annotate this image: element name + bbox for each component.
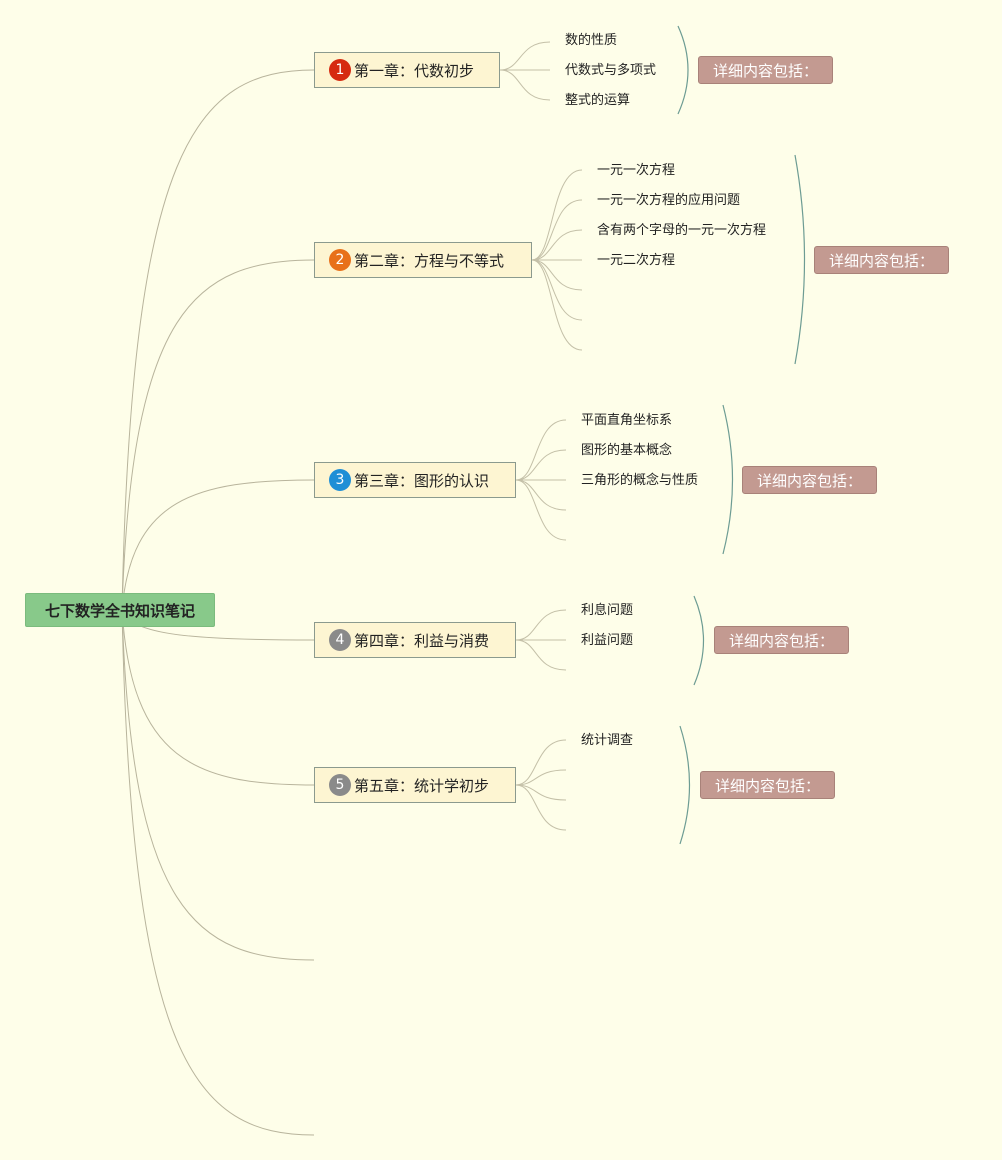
topic-3-2[interactable]: 图形的基本概念 — [581, 443, 673, 458]
root-branch-line — [121, 609, 315, 961]
chapter-label-5: 第五章：统计学初步 — [354, 776, 490, 795]
summary-node-4[interactable]: 详细内容包括： — [714, 626, 850, 654]
summary-bracket — [794, 154, 806, 365]
topic-branch-line — [499, 41, 551, 71]
chapter-badge-2: 2 — [329, 249, 351, 271]
topic-branch-line — [515, 419, 567, 481]
topic-branch-line — [515, 609, 567, 641]
summary-node-3[interactable]: 详细内容包括： — [742, 466, 878, 494]
topic-branch-line — [515, 739, 567, 786]
root-branch-line — [121, 609, 315, 1136]
summary-bracket — [722, 404, 734, 555]
chapter-label-3: 第三章：图形的认识 — [354, 471, 490, 490]
topic-4-2[interactable]: 利益问题 — [581, 633, 634, 648]
topic-branch-line — [515, 769, 567, 786]
chapter-badge-3: 3 — [329, 469, 351, 491]
topic-branch-line — [515, 479, 567, 511]
summary-bracket — [677, 25, 689, 115]
topic-branch-line — [515, 479, 567, 541]
chapter-label-2: 第二章：方程与不等式 — [354, 251, 505, 270]
summary-node-2[interactable]: 详细内容包括： — [814, 246, 950, 274]
topic-4-1[interactable]: 利息问题 — [581, 603, 634, 618]
root-topic-label: 七下数学全书知识笔记 — [44, 601, 195, 620]
root-branch-line — [121, 69, 315, 611]
topic-branch-line — [515, 784, 567, 801]
topic-2-3[interactable]: 含有两个字母的一元一次方程 — [597, 223, 767, 238]
summary-bracket — [693, 595, 705, 686]
chapter-label-4: 第四章：利益与消费 — [354, 631, 490, 650]
root-branch-line — [121, 479, 315, 611]
topic-branch-line — [531, 259, 583, 321]
topic-5-1[interactable]: 统计调查 — [581, 733, 634, 748]
chapter-node-5[interactable]: 5 第五章：统计学初步 — [314, 767, 516, 803]
chapter-badge-1: 1 — [329, 59, 351, 81]
summary-node-1[interactable]: 详细内容包括： — [698, 56, 834, 84]
topic-branch-line — [515, 449, 567, 481]
topic-2-4[interactable]: 一元二次方程 — [597, 253, 676, 268]
chapter-label-1: 第一章：代数初步 — [354, 61, 475, 80]
chapter-node-3[interactable]: 3 第三章：图形的认识 — [314, 462, 516, 498]
chapter-badge-5: 5 — [329, 774, 351, 796]
topic-1-2[interactable]: 代数式与多项式 — [565, 63, 657, 78]
topic-2-1[interactable]: 一元一次方程 — [597, 163, 676, 178]
topic-branch-line — [531, 229, 583, 261]
topic-branch-line — [531, 199, 583, 261]
topic-branch-line — [515, 639, 567, 671]
topic-branch-line — [531, 259, 583, 291]
topic-branch-line — [531, 169, 583, 261]
topic-3-1[interactable]: 平面直角坐标系 — [581, 413, 673, 428]
root-branch-line — [121, 609, 315, 786]
summary-node-5[interactable]: 详细内容包括： — [700, 771, 836, 799]
chapter-badge-4: 4 — [329, 629, 351, 651]
root-branch-line — [121, 259, 315, 611]
topic-2-2[interactable]: 一元一次方程的应用问题 — [597, 193, 741, 208]
root-topic[interactable]: 七下数学全书知识笔记 — [25, 593, 215, 627]
topic-branch-line — [531, 259, 583, 351]
topic-branch-line — [499, 69, 551, 101]
chapter-node-1[interactable]: 1 第一章：代数初步 — [314, 52, 500, 88]
topic-3-3[interactable]: 三角形的概念与性质 — [581, 473, 699, 488]
summary-bracket — [679, 725, 691, 845]
chapter-node-2[interactable]: 2 第二章：方程与不等式 — [314, 242, 532, 278]
topic-branch-line — [515, 784, 567, 831]
topic-1-3[interactable]: 整式的运算 — [565, 93, 631, 108]
chapter-node-4[interactable]: 4 第四章：利益与消费 — [314, 622, 516, 658]
topic-1-1[interactable]: 数的性质 — [565, 33, 618, 48]
